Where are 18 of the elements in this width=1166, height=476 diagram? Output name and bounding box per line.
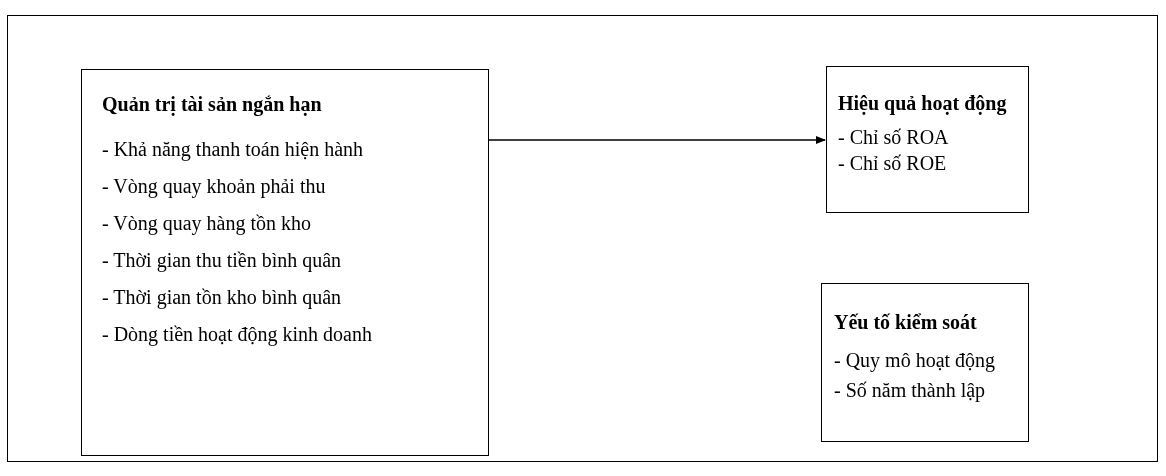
box-heading: Quản trị tài sản ngắn hạn [102,92,323,116]
list-item: - Chỉ số ROE [838,151,948,175]
box-heading: Yếu tố kiểm soát [834,310,978,334]
list-item: - Khả năng thanh toán hiện hành [102,137,365,161]
list-item: - Dòng tiền hoạt động kinh doanh [102,322,373,346]
text-box [821,283,1029,442]
list-item: - Vòng quay hàng tồn kho [102,211,313,235]
list-item: - Thời gian thu tiền bình quân [102,248,343,272]
list-item: - Số năm thành lập [834,378,987,402]
list-item: - Thời gian tồn kho bình quân [102,285,343,309]
list-item: - Chỉ số ROA [838,125,950,149]
box-heading: Hiệu quả hoạt động [838,91,1008,115]
arrow [487,136,826,144]
list-item: - Vòng quay khoản phải thu [102,174,327,198]
list-item: - Quy mô hoạt động [834,348,997,372]
text-box [81,69,489,456]
frame-box [7,15,1158,462]
text-box [826,66,1029,213]
